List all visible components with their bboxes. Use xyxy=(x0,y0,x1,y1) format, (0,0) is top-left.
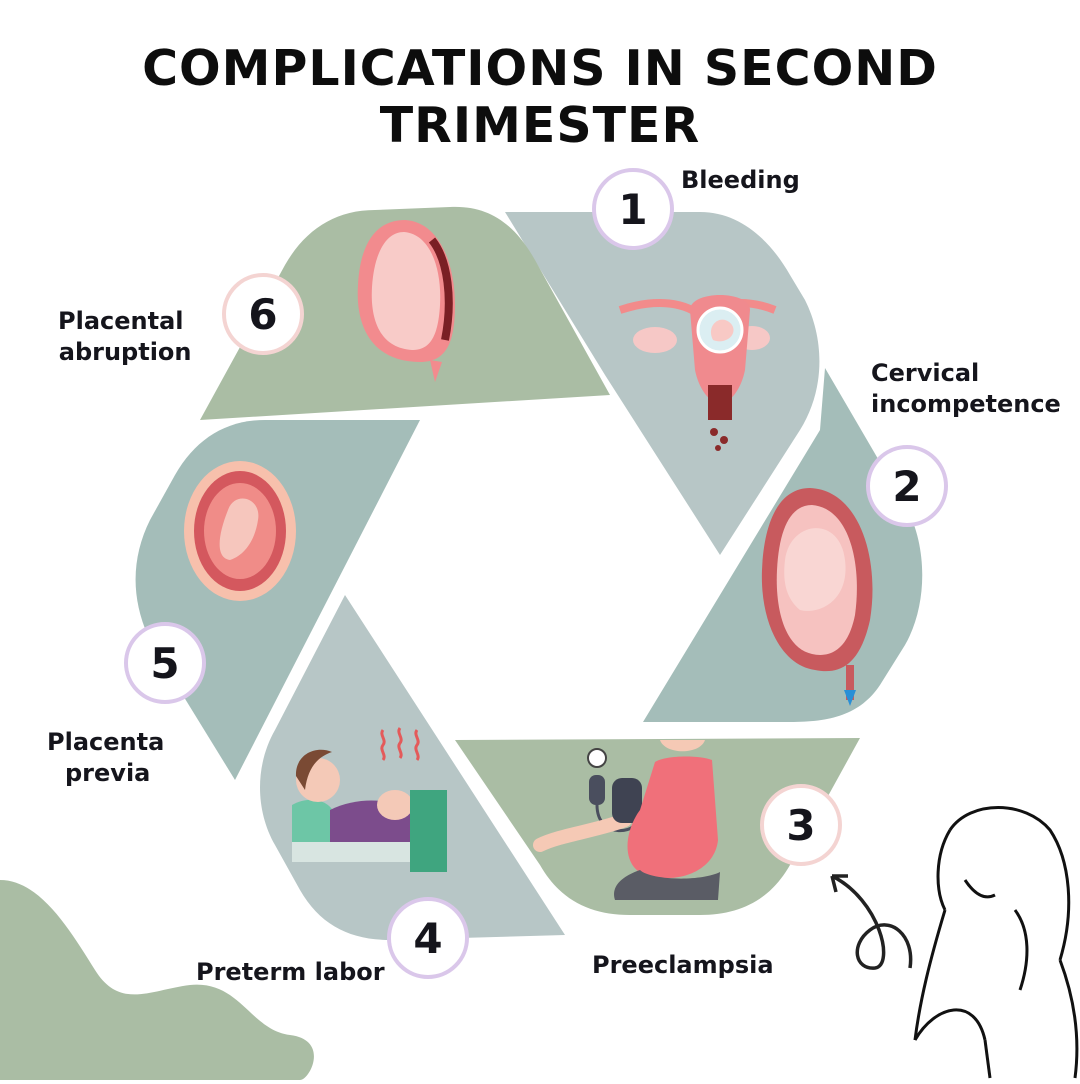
decorative-blob xyxy=(0,880,314,1080)
number-circle xyxy=(760,784,842,866)
step-3-number-badge: 3 xyxy=(760,784,842,866)
step-4-number-badge: 4 xyxy=(387,897,469,979)
step-number: 3 xyxy=(786,801,815,850)
number-circle xyxy=(124,622,206,704)
pregnant-woman-line-art xyxy=(913,806,1079,1079)
step-number: 2 xyxy=(892,462,921,511)
woman-in-labor-illustration xyxy=(292,727,447,872)
uterus-bleeding-illustration xyxy=(618,295,777,451)
step-5-number-badge: 5 xyxy=(124,622,206,704)
step-number: 1 xyxy=(618,185,647,234)
page-title: COMPLICATIONS IN SECOND TRIMESTER xyxy=(142,40,938,154)
step-6-number-badge: 6 xyxy=(222,273,304,355)
step-number: 6 xyxy=(248,290,277,339)
number-circle xyxy=(866,445,948,527)
step-number: 5 xyxy=(150,639,179,688)
step-2-number-badge: 2 xyxy=(866,445,948,527)
fetus-in-uterus-illustration xyxy=(184,461,296,601)
number-circle xyxy=(222,273,304,355)
number-circle xyxy=(592,168,674,250)
pregnant-woman-blood-pressure-illustration xyxy=(533,740,720,900)
curved-arrow-icon xyxy=(830,874,913,970)
step-2-label: Cervical incompetence xyxy=(871,359,1061,418)
placental-abruption-illustration xyxy=(357,220,455,382)
step-1-label: Bleeding xyxy=(681,166,800,194)
step-3-label: Preeclampsia xyxy=(592,951,774,979)
step-6-label: Placental abruption xyxy=(58,307,192,366)
step-4-label: Preterm labor xyxy=(196,958,385,986)
step-5-label: Placenta previa xyxy=(47,728,165,787)
step-number: 4 xyxy=(413,914,442,963)
step-1-number-badge: 1 xyxy=(592,168,674,250)
number-circle xyxy=(387,897,469,979)
fetus-in-womb-illustration xyxy=(761,488,873,706)
segment-1-bleeding xyxy=(505,212,820,555)
